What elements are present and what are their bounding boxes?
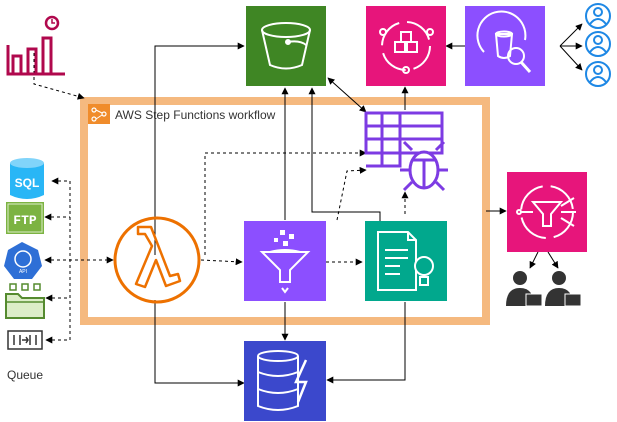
glue-databrew-icon [244,221,326,301]
sql-connector [51,177,71,260]
user-1-icon [585,3,611,29]
insights-icon [365,221,447,301]
data-exchange-icon [366,6,446,86]
lambda-to-dynamodb-connector [154,300,245,387]
users-icon [585,3,611,87]
lambda-to-databrew-connector [200,258,243,266]
ftp-label: FTP [13,213,37,228]
api-label: API [19,269,27,275]
sql-database-icon: SQL [10,158,44,199]
lambda-to-s3-connector [154,42,245,255]
athena-to-user-1-connector [559,23,583,47]
insights-to-dynamodb-connector [326,302,406,384]
lambda-icon [113,216,201,304]
step-functions-icon [88,104,110,124]
user-2-icon [585,31,611,57]
glue-crawler-icon [400,140,448,192]
sql-label: SQL [15,176,40,190]
s3-catalog-connector [327,77,367,113]
sns-icon [507,172,587,252]
subscriber-1-icon [506,271,543,307]
queue-label: Queue [7,368,43,382]
file-folder-icon [5,283,45,319]
data-catalog-icon [364,111,444,168]
s3-bucket-icon [246,6,326,86]
athena-icon [465,6,545,86]
queue-icon [7,330,43,350]
ftp-server-icon: FTP [6,202,44,234]
sns-to-subscriber-1-connector [529,251,539,269]
metrics-to-workflow-connector [33,53,85,100]
api-icon: API [4,242,42,279]
sns-to-subscriber-2-connector [547,251,559,269]
user-3-icon [585,61,611,87]
subscriber-2-icon [545,271,582,307]
databrew-to-catalog-connector [336,166,367,221]
connectors [33,23,583,387]
athena-to-user-3-connector [559,45,583,71]
workflow-label: AWS Step Functions workflow [115,108,276,122]
dynamodb-icon [244,341,326,421]
folder-connector [45,260,71,302]
lambda-to-catalog-connector [204,149,367,255]
subscribers-icon [506,271,582,307]
metrics-icon [6,15,65,76]
insights-to-s3-connector [308,87,381,222]
queue-connector [45,298,71,344]
